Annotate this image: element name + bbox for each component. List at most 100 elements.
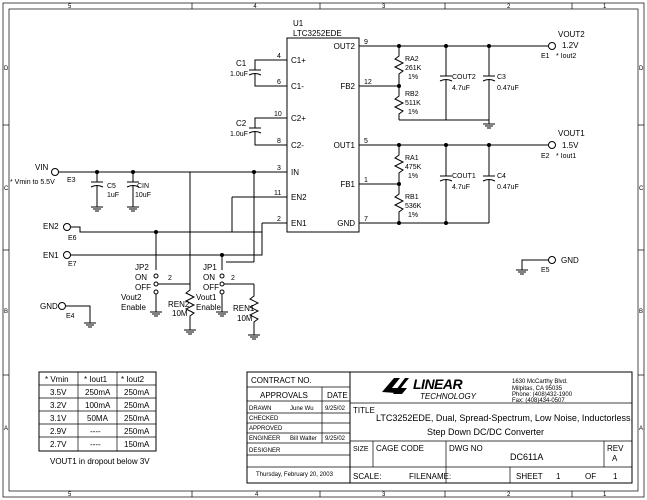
jumper-jp1[interactable]: JP1 ON OFF 2 Vout1 Enable	[196, 263, 254, 317]
dwg-label: DWG NO	[449, 444, 483, 453]
en1-ref: E7	[68, 261, 77, 268]
col-label-bottom: 3	[382, 492, 386, 498]
col-label-top: 4	[253, 4, 257, 10]
table-cell: 3.5V	[50, 388, 67, 397]
rb2-value: 511K	[405, 100, 421, 107]
rb1-value: 536K	[405, 203, 422, 210]
col-label-bottom: 5	[68, 492, 72, 498]
c5-value: 1uF	[107, 192, 119, 199]
gnd-terminal-left: GND E4	[40, 302, 96, 328]
vout1-voltage: 1.5V	[562, 141, 579, 150]
c2-value: 1.0uF	[230, 131, 248, 138]
address-line: Fax: (408)434-0507	[512, 398, 565, 404]
pin-number: 2	[277, 216, 281, 223]
pin-number: 12	[364, 79, 372, 86]
pin-number: 9	[364, 39, 368, 46]
vout1-ref: E2	[541, 153, 550, 160]
table-cell: 250mA	[124, 401, 150, 410]
jp2-on: ON	[135, 273, 147, 282]
gnd-left-ref: E4	[66, 313, 75, 320]
table-cell: 50MA	[87, 414, 109, 423]
approvals-header: APPROVALS	[260, 391, 308, 400]
title-line-1: LTC3252EDE, Dual, Spread-Spectrum, Low N…	[376, 413, 633, 423]
ra1-value: 475K	[405, 164, 422, 171]
c1-value: 1.0uF	[230, 71, 248, 78]
dwg-number: DC611A	[510, 452, 543, 462]
address-line: 1630 McCarthy Blvd.	[512, 379, 568, 385]
jp1-off: OFF	[203, 283, 219, 292]
jumper-jp2[interactable]: JP2 ON OFF 2 Vout2 Enable	[121, 263, 185, 317]
cin-ref: CIN	[137, 183, 149, 190]
c3-value: 0.47uF	[497, 85, 519, 92]
pin-name: EN1	[291, 219, 307, 228]
cout2-value: 4.7uF	[452, 85, 470, 92]
pin-name: C1-	[291, 82, 304, 91]
pin-name: C2-	[291, 141, 304, 150]
pin-number: 4	[277, 53, 281, 60]
pin-name: OUT1	[334, 141, 356, 150]
c3-ref: C3	[497, 74, 506, 81]
vin-note: * Vmin to 5.5V	[10, 179, 55, 186]
cin-value: 10uF	[135, 192, 151, 199]
pin-name: GND	[337, 219, 355, 228]
row-label-right: A	[639, 426, 643, 432]
vout2-voltage: 1.2V	[562, 41, 579, 50]
pin-number: 10	[274, 111, 282, 118]
ren2-value: 10M	[172, 309, 188, 318]
ic-ref: U1	[293, 19, 304, 28]
border-column-labels: 5 4 3 2 1 5 4 3 2 1	[68, 4, 607, 498]
linear-technology-logo: LINEAR TECHNOLOGY	[382, 376, 477, 401]
filename-label: FILENAME:	[409, 472, 451, 481]
table-cell: 250mA	[124, 427, 150, 436]
c4-ref: C4	[497, 173, 506, 180]
pin-name: C2+	[291, 114, 306, 123]
ren2-ref: REN2	[168, 300, 190, 309]
ra1-ref: RA1	[405, 155, 419, 162]
col-label-top: 2	[507, 4, 511, 10]
jp2-off: OFF	[135, 283, 151, 292]
vout1-label: VOUT1	[558, 129, 585, 138]
pin-number: 3	[277, 165, 281, 172]
table-cell: 250mA	[124, 388, 150, 397]
rb1-ref: RB1	[405, 194, 419, 201]
vmin-table: * Vmin * Iout1 * Iout2 3.5V 250mA 250mA …	[38, 371, 157, 466]
table-header: * Iout2	[121, 375, 145, 384]
row-label-left: A	[4, 426, 8, 432]
vin-ref: E3	[67, 177, 76, 184]
vout2-note: * Iout2	[556, 53, 576, 60]
row-label-left: D	[4, 66, 9, 72]
contract-no: CONTRACT NO.	[251, 376, 312, 385]
checked-label: CHECKED	[249, 416, 279, 422]
en2-ref: E6	[68, 235, 77, 242]
of-label: OF	[585, 472, 596, 481]
table-cell: 2.9V	[50, 427, 67, 436]
engineer-name: Bill Walter	[290, 436, 317, 442]
vout2-ref: E1	[541, 53, 550, 60]
scale-label: SCALE:	[353, 472, 381, 481]
ra1-tol: 1%	[408, 173, 418, 180]
cout1-ref: COUT1	[452, 173, 476, 180]
ra2-tol: 1%	[408, 74, 418, 81]
engineer-label: ENGINEER	[249, 436, 281, 442]
title-line-2: Step Down DC/DC Converter	[427, 427, 544, 437]
en1-label: EN1	[43, 251, 59, 260]
svg-text:TECHNOLOGY: TECHNOLOGY	[420, 392, 477, 401]
date-header: DATE	[327, 391, 348, 400]
svg-text:LINEAR: LINEAR	[413, 376, 464, 392]
drawn-name: June Wu	[290, 406, 314, 412]
pin-number: 1	[364, 177, 368, 184]
jp1-caption-2: Enable	[196, 303, 221, 312]
ic-part: LTC3252EDE	[293, 29, 342, 38]
cage-label: CAGE CODE	[376, 444, 424, 453]
rb2-ref: RB2	[405, 91, 419, 98]
title-block: CONTRACT NO. APPROVALS DATE DRAWN June W…	[246, 371, 633, 484]
c4-value: 0.47uF	[497, 184, 519, 191]
title-label: TITLE	[353, 406, 375, 415]
ren1-value: 10M	[237, 314, 253, 323]
col-label-bottom: 2	[507, 492, 511, 498]
out2-section: RA2 261K 1% RB2 511K 1% COUT2 4.7uF C3 0…	[383, 30, 585, 129]
rev-value: A	[612, 454, 618, 463]
drawn-date: 9/25/02	[325, 406, 346, 412]
rb1-tol: 1%	[408, 212, 418, 219]
